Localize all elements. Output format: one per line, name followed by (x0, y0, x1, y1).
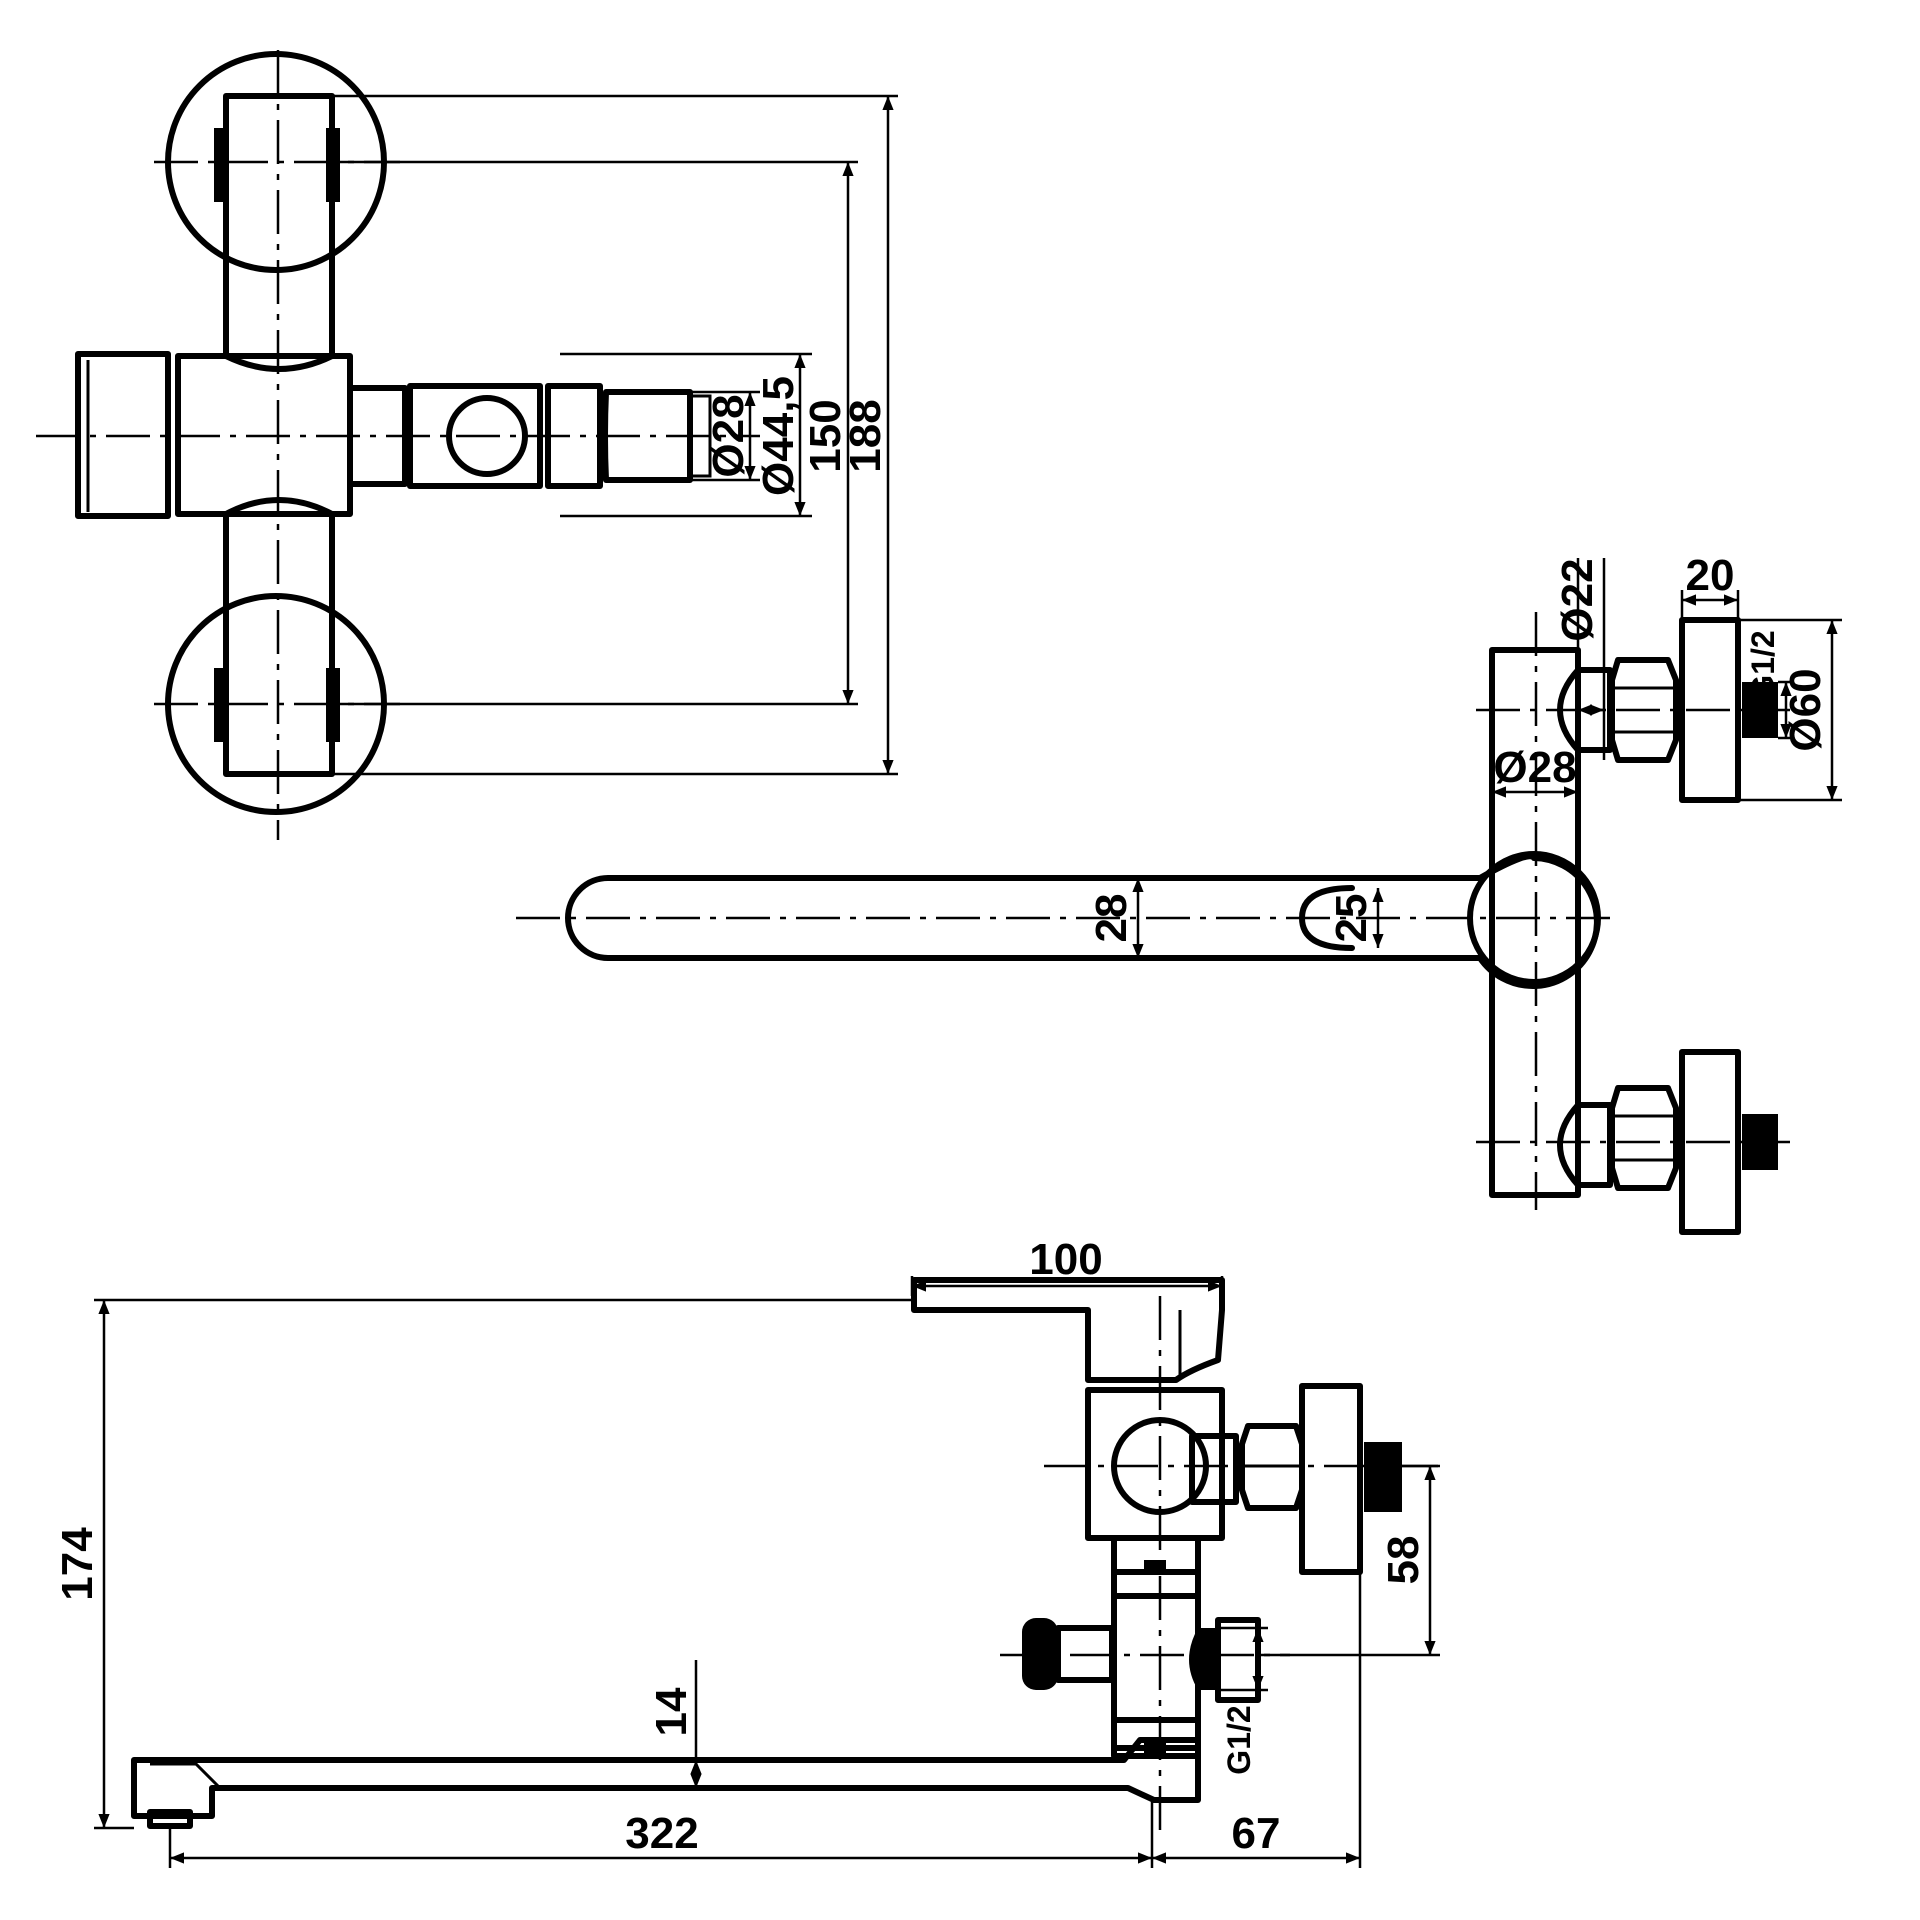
dim-d22: Ø22 (1553, 558, 1602, 641)
dim-g12-side: G1/2 (1745, 630, 1781, 699)
dim-d28-side: Ø28 (1493, 743, 1576, 792)
dim-28-spout: 28 (1087, 894, 1136, 943)
side-elbow-upper (1557, 667, 1613, 753)
front-diverter-stem (1189, 1433, 1239, 1505)
side-flange-upper (1679, 617, 1741, 803)
dim-d44-5: Ø44,5 (754, 376, 803, 496)
top-nut-lower-left (214, 668, 228, 742)
side-view: Ø22 20 G1/2 Ø60 Ø28 28 25 (516, 551, 1842, 1235)
front-outlet-thread (1189, 1628, 1218, 1690)
top-shower-outlet (602, 389, 693, 483)
front-lever (911, 1277, 1225, 1383)
front-aerator (147, 1809, 193, 1829)
dim-58: 58 (1379, 1536, 1428, 1585)
front-outlet (1215, 1617, 1261, 1703)
dim-14: 14 (647, 1687, 696, 1736)
side-nut-lower (1609, 1085, 1679, 1191)
side-vertical-pipe (1489, 647, 1581, 1198)
top-view: Ø28 Ø44,5 150 188 (36, 50, 898, 840)
front-nut (1239, 1423, 1305, 1511)
top-eccentric-lower (223, 497, 335, 777)
side-nut-upper (1609, 657, 1679, 763)
side-elbow-lower (1557, 1102, 1613, 1188)
front-thread (1364, 1442, 1402, 1512)
front-spout (131, 1737, 1201, 1819)
front-view: 100 174 58 G1/2 14 322 67 (53, 1235, 1440, 1868)
dim-150: 150 (801, 399, 850, 472)
side-spout (565, 853, 1600, 989)
dim-100: 100 (1029, 1235, 1102, 1284)
dim-188: 188 (841, 399, 890, 472)
dim-174: 174 (53, 1527, 102, 1601)
side-flange-lower (1679, 1049, 1741, 1235)
top-diverter-knob (446, 395, 528, 477)
top-nut-upper-left (214, 128, 228, 202)
front-flange (1299, 1383, 1363, 1575)
dim-20: 20 (1686, 551, 1735, 600)
front-body (1085, 1387, 1225, 1541)
top-nut-upper-right (326, 128, 340, 202)
dim-322: 322 (625, 1809, 698, 1858)
dim-d60: Ø60 (1781, 668, 1830, 751)
dim-d28-top: Ø28 (704, 394, 753, 477)
dim-g12-front: G1/2 (1221, 1705, 1257, 1774)
dim-25-spout: 25 (1327, 894, 1376, 943)
dim-67: 67 (1232, 1809, 1281, 1858)
